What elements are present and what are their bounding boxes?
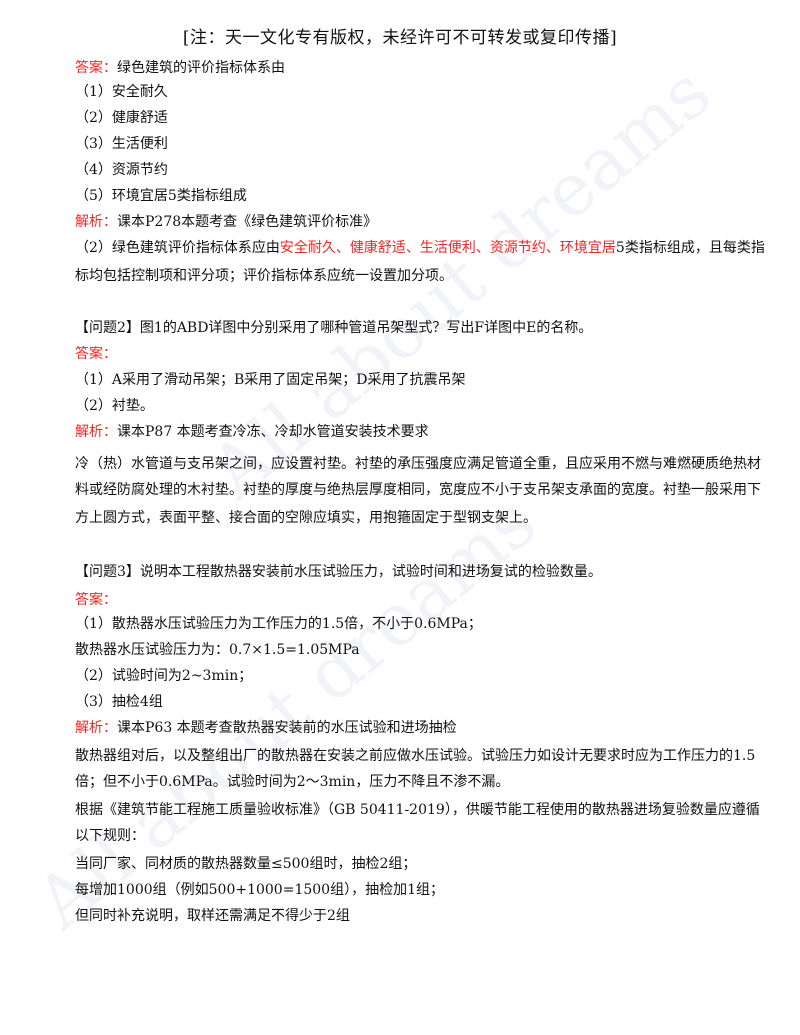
text-line: 料或经防腐处理的木衬垫。衬垫的厚度与绝热层厚度相同，宽度应不小于支吊架支承面的宽… [75,480,761,500]
body-text: （1）散热器水压试验压力为工作压力的1.5倍，不小于0.6MPa； [75,616,482,632]
text-line: 以下规则： [75,826,751,846]
text-line: 当同厂家、同材质的散热器数量≤500组时，抽检2组； [75,854,751,874]
text-line: 每增加1000组（例如500+1000=1500组），抽检加1组； [75,880,751,900]
highlight-text: 答案： [75,346,117,362]
body-text: 散热器水压试验压力为：0.7×1.5=1.05MPa [75,642,360,658]
text-line: 但同时补充说明，取样还需满足不得少于2组 [75,906,751,926]
body-text: 方上圆方式，表面平整、接合面的空隙应填实，用抱箍固定于型钢支架上。 [75,510,537,526]
body-text: 课本P87 本题考查冷冻、冷却水管道安装技术要求 [117,424,429,440]
body-text: 【问题2】图1的ABD详图中分别采用了哪种管道吊架型式？写出F详图中E的名称。 [75,320,593,336]
text-line: 解析：课本P63 本题考查散热器安装前的水压试验和进场抽检 [75,718,751,738]
highlight-text: 安全耐久、健康舒适、生活便利、资源节约、环境宜居 [279,240,616,256]
highlight-text: 答案： [75,60,117,76]
text-line: （2）试验时间为2~3min； [75,666,751,686]
body-text: （2）健康舒适 [75,110,168,126]
body-text: 当同厂家、同材质的散热器数量≤500组时，抽检2组； [75,856,417,872]
text-line: 根据《建筑节能工程施工质量验收标准》（GB 50411-2019），供暖节能工程… [75,800,760,820]
text-line: （5）环境宜居5类指标组成 [75,186,751,206]
body-text: 根据《建筑节能工程施工质量验收标准》（GB 50411-2019），供暖节能工程… [75,802,760,818]
body-text: （2）衬垫。 [75,398,154,414]
body-text: 【问题3】说明本工程散热器安装前水压试验压力，试验时间和进场复试的检验数量。 [75,564,602,580]
body-text: （4）资源节约 [75,162,168,178]
body-text: 绿色建筑的评价指标体系由 [117,60,285,76]
text-line: （2）健康舒适 [75,108,751,128]
text-line: （1）A采用了滑动吊架；B采用了固定吊架；D采用了抗震吊架 [75,370,751,390]
body-text: 5类指标组成，且每类指 [615,240,765,256]
text-line: （2）绿色建筑评价指标体系应由安全耐久、健康舒适、生活便利、资源节约、环境宜居5… [75,238,765,258]
highlight-text: 解析： [75,214,117,230]
copyright-notice: [注：天一文化专有版权，未经许可不可转发或复印传播] [182,28,618,48]
text-line: 【问题3】说明本工程散热器安装前水压试验压力，试验时间和进场复试的检验数量。 [75,562,751,582]
text-line: （2）衬垫。 [75,396,751,416]
text-line: （4）资源节约 [75,160,751,180]
text-line: 倍；但不小于0.6MPa。试验时间为2～3min，压力不降且不渗不漏。 [75,772,751,792]
text-line: 解析：课本P278本题考查《绿色建筑评价标准》 [75,212,751,232]
text-line: （3）抽检4组 [75,692,751,712]
text-line: 散热器组对后，以及整组出厂的散热器在安装之前应做水压试验。试验压力如设计无要求时… [75,746,755,766]
text-line: （1）散热器水压试验压力为工作压力的1.5倍，不小于0.6MPa； [75,614,751,634]
body-text: （1）安全耐久 [75,84,168,100]
body-text: （1）A采用了滑动吊架；B采用了固定吊架；D采用了抗震吊架 [75,372,466,388]
body-text: （2）绿色建筑评价指标体系应由 [75,240,280,256]
text-line: 冷（热）水管道与支吊架之间，应设置衬垫。衬垫的承压强度应满足管道全重，且应采用不… [75,454,761,474]
body-text: 料或经防腐处理的木衬垫。衬垫的厚度与绝热层厚度相同，宽度应不小于支吊架支承面的宽… [75,482,761,498]
body-text: 课本P278本题考查《绿色建筑评价标准》 [117,214,378,230]
body-text: 课本P63 本题考查散热器安装前的水压试验和进场抽检 [117,720,457,736]
body-text: 倍；但不小于0.6MPa。试验时间为2～3min，压力不降且不渗不漏。 [75,774,510,790]
highlight-text: 解析： [75,424,117,440]
text-line: 答案： [75,344,751,364]
body-text: （3）生活便利 [75,136,168,152]
body-text: 每增加1000组（例如500+1000=1500组），抽检加1组； [75,882,444,898]
highlight-text: 解析： [75,720,117,736]
text-line: （1）安全耐久 [75,82,751,102]
text-line: 答案： [75,590,751,610]
body-text: 冷（热）水管道与支吊架之间，应设置衬垫。衬垫的承压强度应满足管道全重，且应采用不… [75,456,761,472]
body-text: （5）环境宜居5类指标组成 [75,188,247,204]
body-text: 但同时补充说明，取样还需满足不得少于2组 [75,908,350,924]
text-line: 散热器水压试验压力为：0.7×1.5=1.05MPa [75,640,751,660]
text-line: 答案：绿色建筑的评价指标体系由 [75,58,751,78]
text-line: 方上圆方式，表面平整、接合面的空隙应填实，用抱箍固定于型钢支架上。 [75,508,751,528]
body-text: （2）试验时间为2~3min； [75,668,253,684]
body-text: 以下规则： [75,828,145,844]
text-line: （3）生活便利 [75,134,751,154]
text-line: 解析：课本P87 本题考查冷冻、冷却水管道安装技术要求 [75,422,751,442]
text-line: 【问题2】图1的ABD详图中分别采用了哪种管道吊架型式？写出F详图中E的名称。 [75,318,751,338]
text-line: 标均包括控制项和评分项；评价指标体系应统一设置加分项。 [75,266,751,286]
body-text: 标均包括控制项和评分项；评价指标体系应统一设置加分项。 [75,268,453,284]
watermark-bottom: All about dreams [20,479,552,945]
highlight-text: 答案： [75,592,117,608]
body-text: 散热器组对后，以及整组出厂的散热器在安装之前应做水压试验。试验压力如设计无要求时… [75,748,756,764]
body-text: （3）抽检4组 [75,694,163,710]
